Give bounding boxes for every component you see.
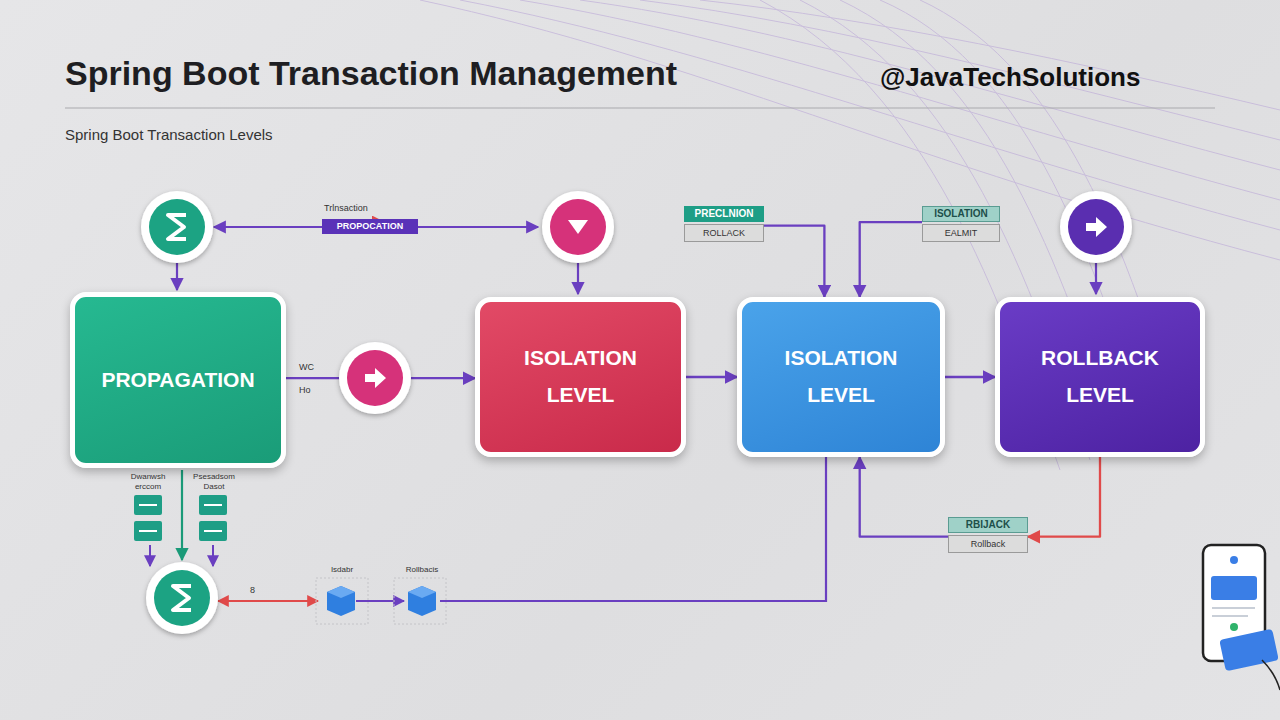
text-label: Isdabr (318, 565, 366, 575)
phone-line (1212, 615, 1248, 617)
mini-icon-mark (139, 530, 157, 532)
mini-icon (134, 521, 162, 541)
icon-circle (149, 199, 205, 255)
mini-icon-mark (204, 504, 222, 506)
cube-top (327, 586, 355, 598)
down-arrow-icon (568, 220, 588, 234)
spring-icon (168, 215, 186, 239)
text-label: WC (299, 362, 329, 373)
cube-icon (408, 586, 436, 616)
decorative-curve (580, 0, 1280, 170)
process-box: ROLLBACK LEVEL (995, 297, 1205, 457)
arrow-line (176, 262, 178, 290)
tag-box: RBIJACK Rollback (948, 517, 1028, 553)
diagram-title: Spring Boot Transaction Management (65, 54, 677, 93)
tag-label: PRECLNION (684, 206, 764, 222)
box-label: ISOLATION LEVEL (784, 340, 898, 414)
text-label: Ho (299, 385, 329, 396)
mini-icon (199, 495, 227, 515)
text-label: Spring Boot Transaction Levels (65, 126, 465, 144)
tag-box: ISOLATION EALMIT (922, 206, 1000, 242)
tag-box: TrlnsactionPROPOCATION (322, 203, 418, 234)
phone-badge (1230, 556, 1238, 564)
title-rule (65, 107, 1215, 108)
mini-icon (134, 495, 162, 515)
process-box: ISOLATION LEVEL (737, 297, 945, 457)
text-label: Psesadsom Dasot (190, 472, 238, 491)
tag-label: Trlnsaction (322, 203, 418, 219)
tag-box: PRECLNION ROLLACK (684, 206, 764, 242)
cube-icons (316, 578, 446, 624)
arrow-line (212, 545, 214, 566)
box-label: PROPAGATION (101, 362, 254, 399)
arrow-line (577, 262, 579, 294)
box-label: ISOLATION LEVEL (522, 340, 639, 414)
phone-illustration (1203, 545, 1280, 690)
icon-circle (154, 570, 210, 626)
decorative-curve (640, 0, 1280, 140)
text-label: Dwanwsh erccom (124, 472, 172, 491)
circle-icons (141, 191, 1132, 634)
icon-ring (146, 562, 218, 634)
tag-label: RBIJACK (948, 517, 1028, 533)
tag-label: EALMIT (922, 224, 1000, 242)
connector-arrow (764, 226, 824, 297)
double-arrow (218, 600, 318, 602)
icon-circle (550, 199, 606, 255)
arrow-line (1095, 262, 1097, 294)
arrow-line (149, 545, 151, 566)
phone-line (1212, 607, 1255, 609)
box-text-group: ROLLBACK LEVEL (1041, 340, 1159, 414)
mini-icons (134, 495, 227, 541)
connector-arrow (686, 376, 737, 378)
process-box: PROPAGATION (70, 292, 286, 468)
phone-check (1230, 623, 1238, 631)
icon-ring (339, 342, 411, 414)
connector-arrow (1028, 457, 1100, 537)
decorative-curve (520, 0, 1280, 200)
tag-label: ISOLATION (922, 206, 1000, 222)
box-text-group: PROPAGATION (101, 362, 254, 399)
text-label: 8 (250, 585, 270, 596)
right-arrow-icon (1086, 217, 1107, 237)
arrow-line (356, 600, 404, 602)
icon-ring (141, 191, 213, 263)
right-arrow-icon (365, 368, 386, 388)
connector-arrow (945, 376, 995, 378)
decorative-curve (700, 0, 1280, 110)
box-text-group: ISOLATION LEVEL (784, 340, 898, 414)
icon-ring (1060, 191, 1132, 263)
tag-label: Rollback (948, 535, 1028, 553)
spring-icon (173, 586, 191, 610)
connector-arrow (860, 457, 948, 537)
cube-top (408, 586, 436, 598)
text-label: Rollbacis (394, 565, 450, 575)
tag-label: ROLLACK (684, 224, 764, 242)
return-line (440, 457, 826, 601)
text-label: @JavaTechSolutions (880, 62, 1220, 93)
credit-card (1219, 629, 1278, 672)
box-text-group: ISOLATION LEVEL (522, 340, 639, 414)
hand-outline (1262, 660, 1280, 690)
icon-circle (1068, 199, 1124, 255)
phone-card (1211, 576, 1257, 600)
icon-circle (347, 350, 403, 406)
connector-arrow (860, 222, 922, 297)
dashed-frame (316, 578, 368, 624)
tag-label: PROPOCATION (322, 219, 418, 233)
box-label: ROLLBACK LEVEL (1041, 340, 1159, 414)
arrow-line (181, 470, 183, 560)
process-box: ISOLATION LEVEL (475, 297, 686, 457)
mini-icon-mark (204, 530, 222, 532)
cube-icon (327, 586, 355, 616)
icon-ring (542, 191, 614, 263)
mini-icon (199, 521, 227, 541)
mini-icon-mark (139, 504, 157, 506)
dashed-frame (394, 578, 446, 624)
